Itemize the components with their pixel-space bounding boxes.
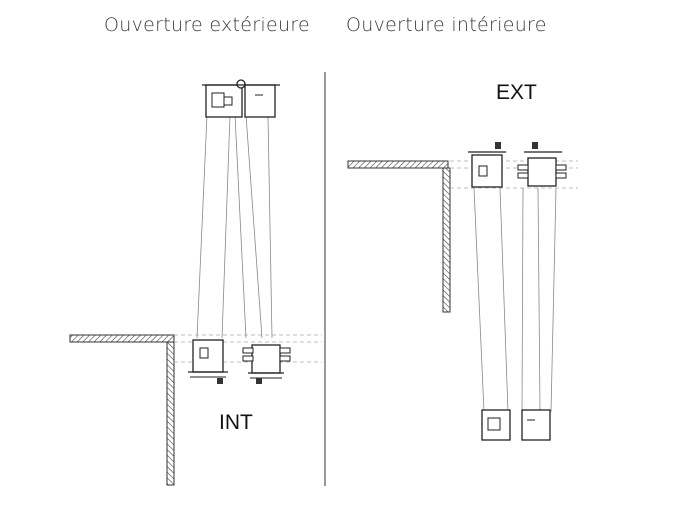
right-top-hardware xyxy=(495,142,538,149)
left-wall xyxy=(69,334,175,486)
right-wall xyxy=(347,160,451,313)
label-exterior: EXT xyxy=(496,81,537,104)
heading-outward-opening: Ouverture extérieure xyxy=(104,14,311,36)
label-interior: INT xyxy=(219,411,253,434)
left-bottom-hardware xyxy=(217,378,262,384)
right-top-profiles xyxy=(468,151,567,188)
right-open-leaves xyxy=(473,187,557,413)
left-bottom-profiles xyxy=(188,339,291,379)
left-top-profiles xyxy=(202,79,280,118)
right-bottom-profiles xyxy=(481,409,551,441)
heading-inward-opening: Ouverture intérieure xyxy=(346,14,547,36)
left-open-leaves xyxy=(196,114,273,339)
